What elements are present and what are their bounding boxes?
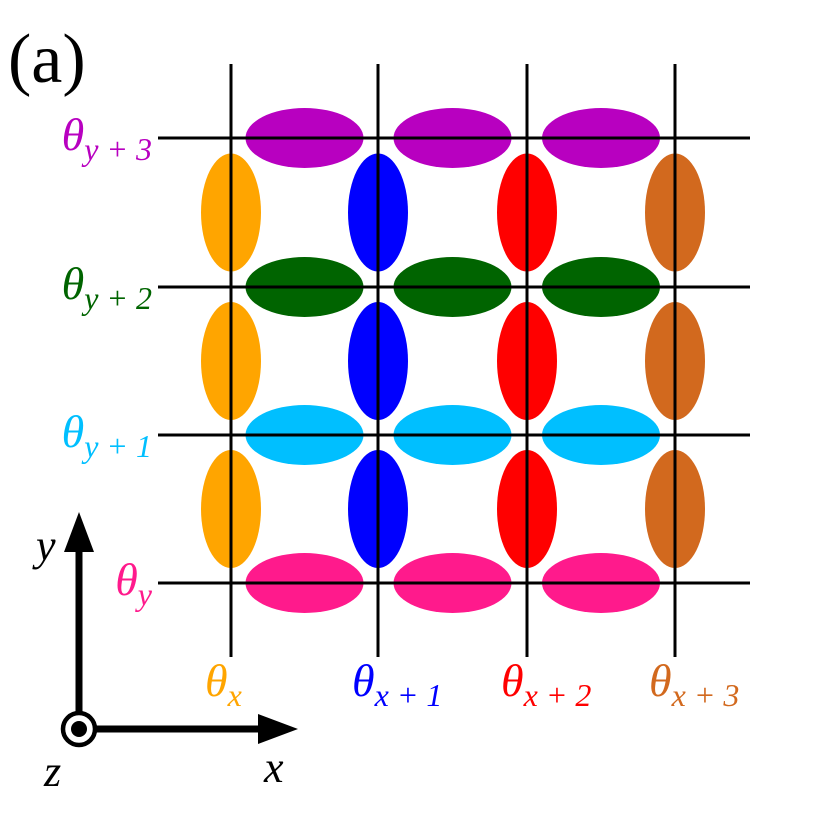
x-axis-arrowhead <box>258 714 298 744</box>
coordinate-axes: y x z <box>32 512 298 796</box>
row-label-1: θy + 1 <box>62 406 152 464</box>
column-label-2: θx + 2 <box>501 655 591 713</box>
y-axis-label: y <box>32 521 56 570</box>
column-labels: θx θx + 1 θx + 2 θx + 3 <box>205 655 739 713</box>
row-labels: θy θy + 1 θy + 2 θy + 3 <box>62 109 153 612</box>
row-label-2: θy + 2 <box>62 258 152 316</box>
z-axis-dot <box>71 721 87 737</box>
column-label-3: θx + 3 <box>649 655 739 713</box>
column-label-0: θx <box>205 655 242 713</box>
y-axis-arrowhead <box>64 512 94 552</box>
grid-lines <box>158 64 750 657</box>
z-axis-label: z <box>43 747 61 796</box>
column-label-1: θx + 1 <box>352 655 442 713</box>
spin-ellipses <box>201 108 705 613</box>
row-label-0: θy <box>115 554 153 612</box>
x-axis-label: x <box>263 743 284 792</box>
row-label-3: θy + 3 <box>62 109 152 167</box>
panel-label: (a) <box>8 21 86 98</box>
